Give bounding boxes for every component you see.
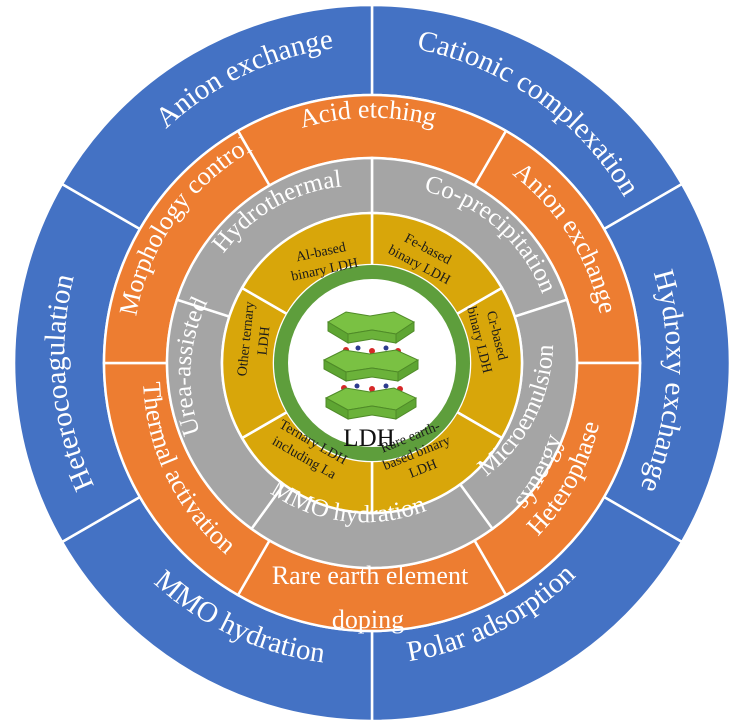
ldh-layer-bottom [324, 387, 418, 420]
orange-label-rare-earth-line1: Rare earth element [272, 561, 469, 590]
ldh-structure-illustration: LDH [322, 311, 420, 452]
orange-label-rare-earth-line2: doping [332, 605, 404, 634]
ldh-layer-middle [322, 349, 420, 382]
center-ldh-label: LDH [343, 425, 394, 452]
gold-label-other-line2: LDH [255, 326, 273, 356]
ldh-layer-top [327, 311, 415, 344]
